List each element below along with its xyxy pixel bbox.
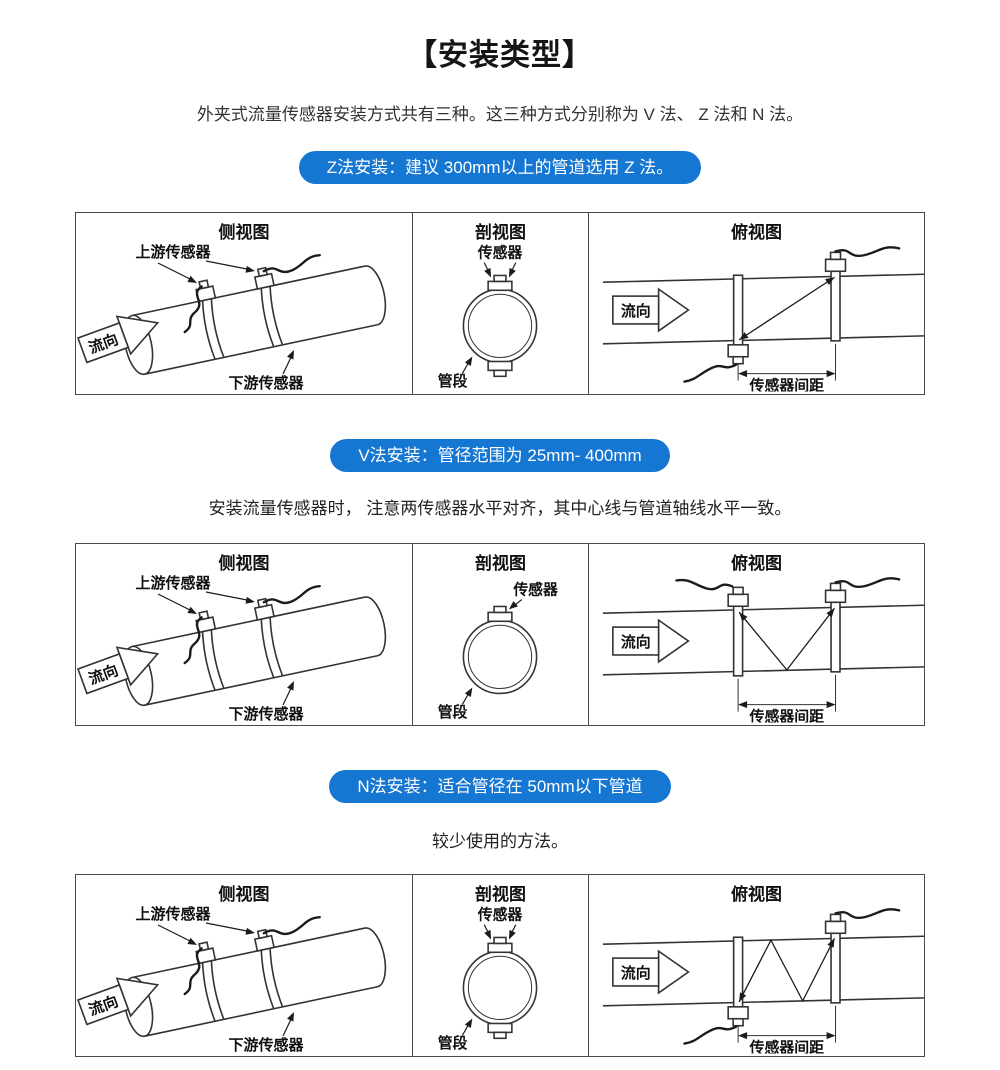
z-section-view-diagram xyxy=(413,240,588,392)
intro-text: 外夹式流量传感器安装方式共有三种。这三种方式分别称为 V 法、 Z 法和 N 法… xyxy=(196,105,804,124)
side-view-title: 侧视图 xyxy=(218,885,270,904)
n-top-view-cell: 俯视图 xyxy=(589,875,924,1056)
section-z-method: Z法安装：建议 300mm以上的管道选用 Z 法。 侧视图 剖视图 俯视图 xyxy=(0,151,1000,395)
z-top-view-diagram xyxy=(589,240,924,392)
v-side-view-cell: 侧视图 xyxy=(76,544,412,725)
n-section-view-cell: 剖视图 xyxy=(412,875,589,1056)
n-side-view-cell: 侧视图 xyxy=(76,875,412,1056)
section-n-method: N法安装：适合管径在 50mm以下管道 较少使用的方法。 侧视图 剖视图 俯视图 xyxy=(0,770,1000,1057)
n-method-note: 较少使用的方法。 xyxy=(432,832,568,851)
z-top-view-cell: 俯视图 xyxy=(589,213,924,394)
z-section-view-cell: 剖视图 xyxy=(412,213,589,394)
v-section-view-cell: 剖视图 xyxy=(412,544,589,725)
z-method-banner: Z法安装：建议 300mm以上的管道选用 Z 法。 xyxy=(298,151,702,184)
top-view-title: 俯视图 xyxy=(731,223,782,242)
section-view-title: 剖视图 xyxy=(475,885,526,904)
section-view-title: 剖视图 xyxy=(475,223,526,242)
v-top-view-diagram xyxy=(589,571,924,723)
n-side-view-diagram xyxy=(76,902,412,1054)
side-view-title: 侧视图 xyxy=(218,554,270,573)
top-view-title: 俯视图 xyxy=(731,885,782,904)
section-v-method: V法安装：管径范围为 25mm- 400mm 安装流量传感器时， 注意两传感器水… xyxy=(0,439,1000,726)
v-top-view-cell: 俯视图 xyxy=(589,544,924,725)
section-view-title: 剖视图 xyxy=(475,554,526,573)
side-view-title: 侧视图 xyxy=(218,223,270,242)
z-side-view-cell: 侧视图 xyxy=(76,213,412,394)
z-diagram-table: 侧视图 剖视图 俯视图 xyxy=(75,212,925,395)
v-method-banner: V法安装：管径范围为 25mm- 400mm xyxy=(330,439,670,472)
n-diagram-table: 侧视图 剖视图 俯视图 xyxy=(75,874,925,1057)
v-side-view-diagram xyxy=(76,571,412,723)
n-top-view-diagram xyxy=(589,902,924,1054)
n-method-banner: N法安装：适合管径在 50mm以下管道 xyxy=(329,770,671,803)
v-diagram-table: 侧视图 剖视图 俯视图 xyxy=(75,543,925,726)
v-method-note: 安装流量传感器时， 注意两传感器水平对齐，其中心线与管道轴线水平一致。 xyxy=(208,499,792,518)
n-section-view-diagram xyxy=(413,902,588,1054)
v-section-view-diagram xyxy=(413,571,588,723)
page-title: 【安装类型】 xyxy=(407,39,593,72)
z-side-view-diagram xyxy=(76,240,412,392)
top-view-title: 俯视图 xyxy=(731,554,782,573)
